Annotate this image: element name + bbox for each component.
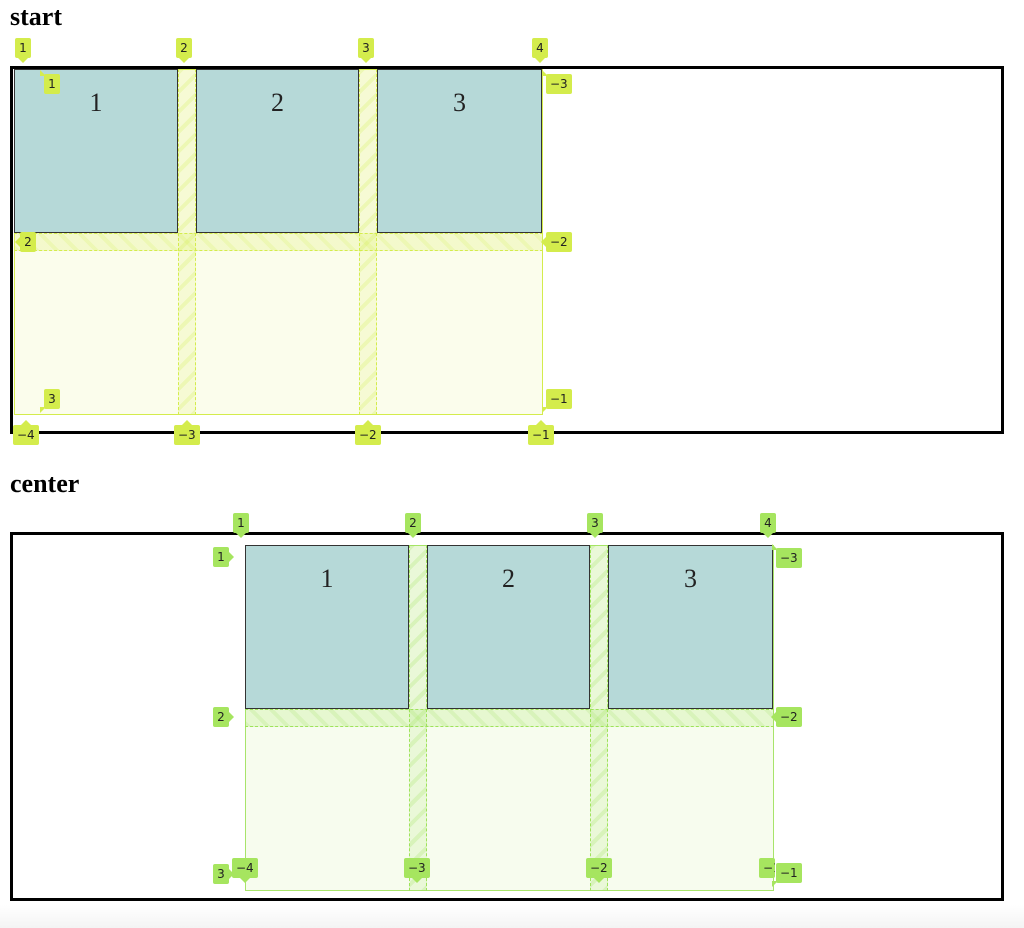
column-line-label-bottom-3: −2 — [586, 858, 612, 883]
row-line-label-left-2: 2 — [15, 232, 36, 252]
column-gap-2 — [359, 69, 377, 415]
grid-item-3: 3 — [377, 69, 542, 233]
column-line-label-top-4: 4 — [532, 38, 548, 63]
row-line-label-left-2: 2 — [213, 707, 234, 727]
column-line-label-top-1: 1 — [15, 38, 31, 63]
row-line-label-left-1: 1 — [40, 70, 60, 94]
column-line-label-top-3: 3 — [587, 513, 603, 538]
column-line-label-bottom-1: −4 — [232, 858, 258, 883]
column-line-label-bottom-1: −4 — [13, 420, 39, 445]
column-line-label-bottom-4: −1 — [528, 420, 554, 445]
column-line-label-top-4: 4 — [760, 513, 776, 538]
grid-item-3: 3 — [608, 545, 773, 709]
column-gap-1 — [178, 69, 196, 415]
row-line-label-left-1: 1 — [213, 547, 234, 567]
column-line-label-bottom-4: −1 — [759, 858, 775, 878]
column-line-label-bottom-3: −2 — [355, 420, 381, 445]
column-line-label-bottom-2: −3 — [174, 420, 200, 445]
grid-container-start: 1 2 3 — [10, 66, 1004, 434]
row-line-label-right-1: −3 — [772, 544, 802, 568]
column-line-label-top-2: 2 — [176, 38, 192, 63]
row-line-label-right-2: −2 — [541, 232, 572, 252]
grid-container-center: 1 2 3 — [10, 532, 1004, 901]
grid-item-2: 2 — [196, 69, 359, 233]
column-line-label-top-1: 1 — [233, 513, 249, 538]
row-line-label-left-3: 3 — [40, 389, 60, 413]
row-line-label-right-2: −2 — [771, 707, 802, 727]
section-title-center: center — [10, 469, 80, 498]
grid-overlay-center: 1 2 3 — [245, 545, 774, 891]
grid-item-1: 1 — [245, 545, 409, 709]
column-gap-1 — [409, 545, 427, 891]
row-gap-1 — [245, 709, 774, 727]
row-line-label-right-1: −3 — [542, 70, 572, 94]
row-line-label-left-3: 3 — [213, 864, 234, 884]
grid-overlay-start: 1 2 3 — [14, 69, 543, 415]
grid-item-2: 2 — [427, 545, 590, 709]
column-line-label-top-3: 3 — [358, 38, 374, 63]
section-title-start: start — [10, 2, 62, 31]
row-line-label-right-3: −1 — [542, 389, 572, 413]
column-line-label-top-2: 2 — [405, 513, 421, 538]
column-gap-2 — [590, 545, 608, 891]
row-gap-1 — [14, 233, 543, 251]
row-line-label-right-3: −1 — [772, 863, 802, 887]
column-line-label-bottom-2: −3 — [404, 858, 430, 883]
grid-item-1: 1 — [14, 69, 178, 233]
